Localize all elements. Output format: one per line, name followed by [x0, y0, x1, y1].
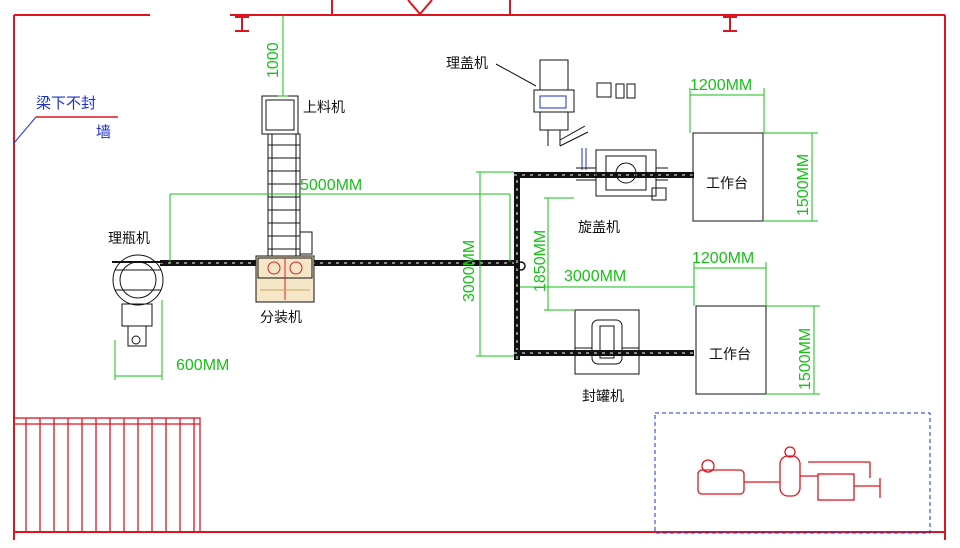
capper-machine — [576, 149, 668, 201]
dimension-lines — [114, 15, 820, 395]
workbench-2-label: 工作台 — [709, 347, 751, 363]
sealer-label: 封罐机 — [582, 389, 624, 405]
air-compressor-zone — [654, 412, 931, 534]
dim-1000-text: 1000 — [265, 42, 282, 78]
dim-1500a-text: 1500MM — [795, 154, 812, 216]
dim-600-text: 600MM — [176, 357, 229, 374]
beam-note: 梁下不封 墙 — [13, 94, 118, 144]
dim-5000-text: 5000MM — [300, 177, 362, 194]
beam-note-line1: 梁下不封 — [36, 94, 96, 112]
dim-1200b-text: 1200MM — [692, 250, 754, 267]
cap-sorter-label: 理盖机 — [446, 56, 488, 72]
dispenser-machine — [255, 255, 315, 303]
bottle-sorter-machine — [112, 254, 164, 347]
dim-1200a-text: 1200MM — [690, 77, 752, 94]
bottle-sorter-label: 理瓶机 — [108, 231, 150, 247]
beam-note-line2: 墙 — [96, 123, 111, 141]
dim-3000h-text: 3000MM — [564, 268, 626, 285]
capper-label: 旋盖机 — [578, 220, 620, 236]
cap-sorter-accents — [539, 95, 587, 170]
staircase — [13, 417, 201, 533]
workbench-1: 工作台 — [692, 132, 764, 222]
dim-3000v-text: 3000MM — [461, 240, 478, 302]
workbench-2: 工作台 — [695, 305, 767, 395]
workbench-1-label: 工作台 — [706, 176, 748, 192]
sealer-machine — [574, 309, 640, 375]
loader-label: 上料机 — [303, 100, 345, 116]
cap-sorter-machine — [495, 59, 636, 147]
dim-1850-text: 1850MM — [532, 230, 549, 292]
dispenser-label: 分装机 — [260, 310, 302, 326]
conveyor-lines — [160, 172, 694, 360]
dim-1500b-text: 1500MM — [797, 328, 814, 390]
